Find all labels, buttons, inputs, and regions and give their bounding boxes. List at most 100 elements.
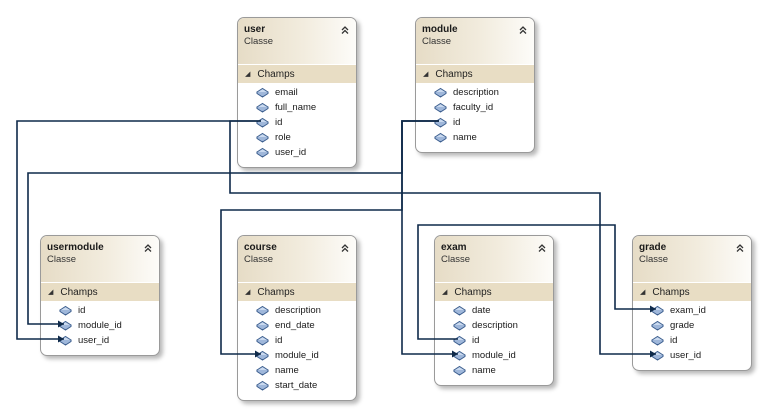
field-row[interactable]: exam_id bbox=[633, 303, 751, 318]
field-label: name bbox=[472, 365, 496, 376]
field-row[interactable]: grade bbox=[633, 318, 751, 333]
field-label: id bbox=[670, 335, 678, 346]
double-chevron-up-icon[interactable] bbox=[518, 22, 528, 34]
double-chevron-up-icon[interactable] bbox=[735, 240, 745, 252]
field-label: role bbox=[275, 132, 291, 143]
double-chevron-up-icon[interactable] bbox=[537, 240, 547, 252]
field-icon bbox=[651, 350, 664, 361]
triangle-collapse-icon[interactable]: ◢ bbox=[442, 289, 448, 296]
field-label: id bbox=[275, 117, 283, 128]
double-chevron-up-icon[interactable] bbox=[340, 22, 350, 34]
field-label: date bbox=[472, 305, 491, 316]
field-icon bbox=[434, 117, 447, 128]
field-label: description bbox=[472, 320, 518, 331]
triangle-collapse-icon[interactable]: ◢ bbox=[245, 71, 251, 78]
field-icon bbox=[256, 350, 269, 361]
field-icon bbox=[59, 320, 72, 331]
field-row[interactable]: id bbox=[416, 115, 534, 130]
field-list: id module_id user_id bbox=[41, 301, 159, 348]
field-icon bbox=[453, 365, 466, 376]
class-name: grade bbox=[639, 242, 667, 253]
field-row[interactable]: name bbox=[435, 363, 553, 378]
field-row[interactable]: description bbox=[416, 85, 534, 100]
field-row[interactable]: id bbox=[435, 333, 553, 348]
triangle-collapse-icon[interactable]: ◢ bbox=[245, 289, 251, 296]
field-row[interactable]: full_name bbox=[238, 100, 356, 115]
field-icon bbox=[453, 335, 466, 346]
field-row[interactable]: name bbox=[416, 130, 534, 145]
field-icon bbox=[256, 305, 269, 316]
section-label: Champs bbox=[60, 286, 98, 298]
field-label: start_date bbox=[275, 380, 318, 391]
field-row[interactable]: name bbox=[238, 363, 356, 378]
field-icon bbox=[256, 380, 269, 391]
class-name: course bbox=[244, 242, 277, 253]
field-row[interactable]: module_id bbox=[238, 348, 356, 363]
section-champs[interactable]: ◢ Champs bbox=[41, 283, 159, 301]
field-icon bbox=[651, 320, 664, 331]
field-label: user_id bbox=[275, 147, 307, 158]
field-icon bbox=[256, 102, 269, 113]
field-row[interactable]: id bbox=[238, 333, 356, 348]
field-row[interactable]: id bbox=[41, 303, 159, 318]
field-row[interactable]: end_date bbox=[238, 318, 356, 333]
field-row[interactable]: id bbox=[238, 115, 356, 130]
field-row[interactable]: role bbox=[238, 130, 356, 145]
field-row[interactable]: module_id bbox=[41, 318, 159, 333]
triangle-collapse-icon[interactable]: ◢ bbox=[423, 71, 429, 78]
field-row[interactable]: user_id bbox=[633, 348, 751, 363]
class-name: user bbox=[244, 24, 266, 35]
double-chevron-up-icon[interactable] bbox=[340, 240, 350, 252]
field-icon bbox=[256, 87, 269, 98]
class-kind: Classe bbox=[441, 254, 471, 265]
field-icon bbox=[59, 335, 72, 346]
triangle-collapse-icon[interactable]: ◢ bbox=[48, 289, 54, 296]
section-label: Champs bbox=[454, 286, 492, 298]
field-label: id bbox=[453, 117, 461, 128]
field-label: user_id bbox=[78, 335, 110, 346]
class-kind: Classe bbox=[422, 36, 452, 47]
field-row[interactable]: module_id bbox=[435, 348, 553, 363]
field-label: module_id bbox=[78, 320, 122, 331]
section-champs[interactable]: ◢ Champs bbox=[435, 283, 553, 301]
triangle-collapse-icon[interactable]: ◢ bbox=[640, 289, 646, 296]
field-row[interactable]: description bbox=[238, 303, 356, 318]
field-icon bbox=[651, 335, 664, 346]
class-kind: Classe bbox=[244, 36, 274, 47]
field-row[interactable]: description bbox=[435, 318, 553, 333]
field-row[interactable]: user_id bbox=[238, 145, 356, 160]
field-label: description bbox=[275, 305, 321, 316]
field-row[interactable]: date bbox=[435, 303, 553, 318]
field-row[interactable]: start_date bbox=[238, 378, 356, 393]
field-icon bbox=[256, 147, 269, 158]
double-chevron-up-icon[interactable] bbox=[143, 240, 153, 252]
field-label: name bbox=[453, 132, 477, 143]
field-label: end_date bbox=[275, 320, 315, 331]
class-kind: Classe bbox=[639, 254, 669, 265]
section-champs[interactable]: ◢Champs bbox=[416, 65, 534, 83]
section-champs[interactable]: ◢Champs bbox=[633, 283, 751, 301]
field-row[interactable]: faculty_id bbox=[416, 100, 534, 115]
field-row[interactable]: id bbox=[633, 333, 751, 348]
section-champs[interactable]: ◢Champs bbox=[238, 283, 356, 301]
field-row[interactable]: email bbox=[238, 85, 356, 100]
section-champs[interactable]: ◢Champs bbox=[238, 65, 356, 83]
field-row[interactable]: user_id bbox=[41, 333, 159, 348]
field-icon bbox=[651, 305, 664, 316]
